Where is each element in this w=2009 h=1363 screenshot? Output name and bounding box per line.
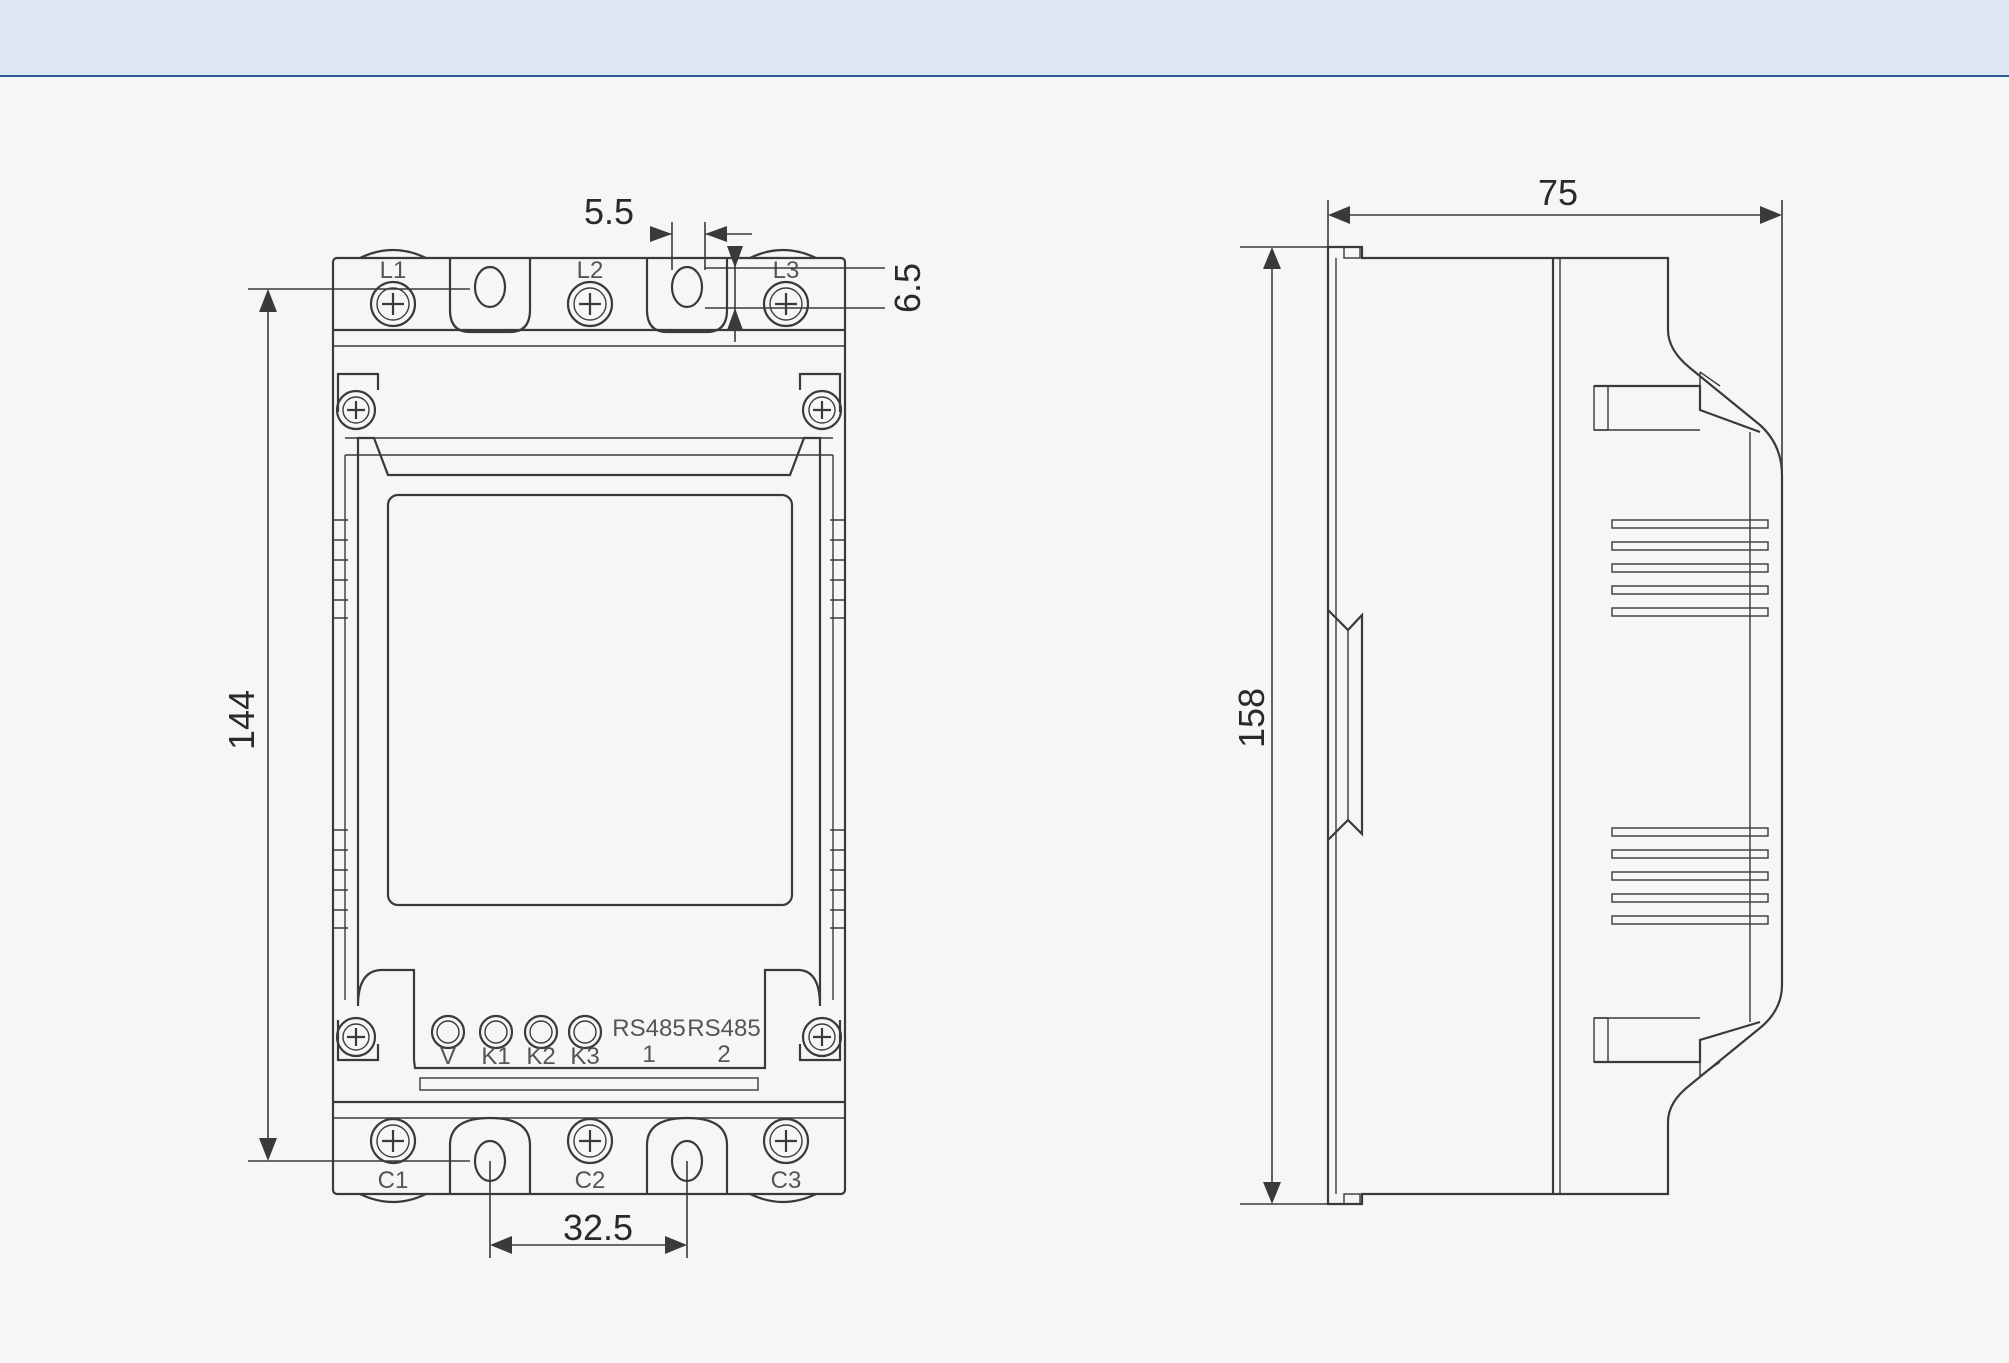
port-label-K2: K2 [526,1043,555,1070]
screw-icon-corner-tl [335,389,377,431]
dim-slot-pitch: 32.5 [563,1207,633,1248]
screw-icon-L1 [369,280,417,328]
ribs-upper [1611,519,1769,617]
port-label-rs485-1: RS485 [612,1015,685,1042]
screw-icon-corner-tr [801,389,843,431]
vent-left-top [333,519,348,619]
port-icon-K3 [567,1014,603,1050]
side-view [1326,245,1784,1206]
dim-slot-height: 6.5 [887,263,928,313]
terminal-label-C3: C3 [771,1167,802,1194]
screw-icon-L2 [566,280,614,328]
screw-icon-C1 [369,1117,417,1165]
display-window [386,493,794,907]
vent-right-bottom [830,829,845,929]
terminal-label-C1: C1 [378,1167,409,1194]
dim-front-height: 144 [221,690,262,750]
terminal-label-L2: L2 [577,257,604,284]
terminal-label-L3: L3 [773,257,800,284]
front-dimensions: 144 5.5 6.5 32.5 [221,191,928,1258]
port-icon-K1 [478,1014,514,1050]
header-band [0,0,2009,77]
dim-side-height: 158 [1231,688,1272,748]
side-dimensions: 75 158 [1231,172,1783,1205]
front-view: V K1 K2 K3 RS485 1 RS485 2 L1 L2 [331,248,847,1204]
port-icon-K2 [523,1014,559,1050]
dim-side-width: 75 [1538,172,1578,213]
port-label-rs485-2: RS485 [687,1015,760,1042]
screw-icon-corner-br [801,1016,843,1058]
vent-left-bottom [333,829,348,929]
screw-icon-L3 [762,280,810,328]
port-label-rs485-2-num: 2 [717,1041,730,1068]
port-label-rs485-1-num: 1 [642,1041,655,1068]
port-label-V: V [440,1043,456,1070]
screw-icon-C3 [762,1117,810,1165]
vent-right-top [830,519,845,619]
terminal-label-L1: L1 [380,257,407,284]
screw-icon-corner-bl [335,1016,377,1058]
dim-top-slot: 5.5 [584,191,634,232]
terminal-label-C2: C2 [575,1167,606,1194]
screw-icon-C2 [566,1117,614,1165]
port-label-K1: K1 [481,1043,510,1070]
port-label-K3: K3 [570,1043,599,1070]
port-icon-V [430,1014,466,1050]
ribs-lower [1611,827,1769,925]
